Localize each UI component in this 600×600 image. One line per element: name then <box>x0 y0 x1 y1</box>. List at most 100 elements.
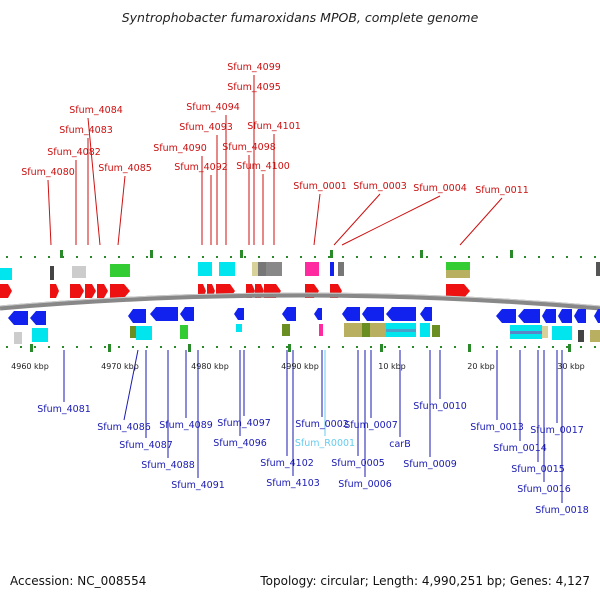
feature-box <box>136 326 152 340</box>
tick-dot <box>328 256 330 258</box>
tick-dot <box>258 256 260 258</box>
tick-dot <box>524 346 526 348</box>
gene-label-upper: Sfum_4085 <box>98 163 152 174</box>
tick-dot <box>566 346 568 348</box>
gene-arrow <box>150 307 178 321</box>
gene-label-upper: Sfum_0003 <box>353 181 407 192</box>
gene-arrow <box>420 307 432 321</box>
gene-label-upper: Sfum_0011 <box>475 185 529 196</box>
tick-dot <box>216 256 218 258</box>
tick-dot <box>174 256 176 258</box>
gene-label-lower: Sfum_4097 <box>217 418 271 429</box>
major-tick <box>380 344 383 352</box>
gene-label-upper: Sfum_4101 <box>247 121 301 132</box>
gene-label-lower: Sfum_0018 <box>535 505 589 516</box>
gene-label-upper: Sfum_0001 <box>293 181 347 192</box>
tick-dot <box>48 346 50 348</box>
leader-line <box>459 197 503 246</box>
tick-dot <box>244 346 246 348</box>
tick-dot <box>454 346 456 348</box>
gene-arrow <box>542 309 556 323</box>
major-tick <box>188 344 191 352</box>
gene-label-upper: Sfum_4099 <box>227 62 281 73</box>
tick-dot <box>202 256 204 258</box>
tick-dot <box>258 346 260 348</box>
tick-dot <box>538 346 540 348</box>
tick-dot <box>34 256 36 258</box>
gene-arrow <box>110 284 130 298</box>
feature-box <box>338 262 344 276</box>
tick-dot <box>482 346 484 348</box>
tick-dot <box>90 256 92 258</box>
gene-label-lower: Sfum_4087 <box>119 440 173 451</box>
gene-arrow <box>362 307 384 321</box>
gene-label-lower: Sfum_4103 <box>266 478 320 489</box>
gene-label-lower: Sfum_4088 <box>141 460 195 471</box>
gene-label-lower: Sfum_0005 <box>331 458 385 469</box>
major-tick <box>330 250 333 258</box>
gene-label-upper: Sfum_4095 <box>227 82 281 93</box>
gene-label-upper: Sfum_4098 <box>222 142 276 153</box>
tick-dot <box>6 346 8 348</box>
reverse-arrows <box>8 307 600 325</box>
tick-dot <box>454 256 456 258</box>
gene-arrow <box>496 309 516 323</box>
feature-box <box>110 264 130 277</box>
genome-summary-text: Topology: circular; Length: 4,990,251 bp… <box>260 574 590 588</box>
major-tick <box>150 250 153 258</box>
gene-arrow <box>574 309 586 323</box>
tick-dot <box>552 256 554 258</box>
tick-dot <box>552 346 554 348</box>
gene-arrow <box>128 309 146 323</box>
leader-line <box>123 349 139 421</box>
coordinate-tick-label: 30 kbp <box>557 362 585 371</box>
gene-arrow <box>282 307 296 321</box>
coordinate-tick-label: 20 kbp <box>467 362 495 371</box>
map-title: Syntrophobacter fumaroxidans MPOB, compl… <box>121 10 479 25</box>
tick-dot <box>118 346 120 348</box>
feature-box <box>72 266 86 278</box>
tick-dot <box>160 256 162 258</box>
major-tick <box>108 344 111 352</box>
coordinate-tick-label: 4980 kbp <box>191 362 229 371</box>
leader-line <box>47 179 52 246</box>
feature-box <box>446 270 470 278</box>
gene-arrow <box>446 284 470 298</box>
feature-box <box>266 262 282 276</box>
tick-dot <box>342 256 344 258</box>
feature-box <box>319 324 323 336</box>
tick-dot <box>384 346 386 348</box>
tick-dot <box>272 256 274 258</box>
gene-arrow <box>30 311 46 325</box>
gene-label-lower: Sfum_0002 <box>295 419 349 430</box>
tick-dot <box>188 256 190 258</box>
tick-dot <box>356 256 358 258</box>
coordinate-tick-label: 10 kbp <box>378 362 406 371</box>
tick-dot <box>118 256 120 258</box>
gene-label-lower: Sfum_0013 <box>470 422 524 433</box>
tick-dot <box>370 256 372 258</box>
gene-arrow <box>180 307 194 321</box>
tick-dot <box>146 346 148 348</box>
feature-box <box>252 262 258 276</box>
feature-box <box>596 262 600 276</box>
gene-label-lower: Sfum_4091 <box>171 480 225 491</box>
feature-tracks <box>0 262 600 344</box>
major-tick <box>568 344 571 352</box>
leader-line <box>87 117 101 246</box>
tick-dot <box>202 346 204 348</box>
tick-dot <box>132 256 134 258</box>
gene-label-lower: Sfum_4089 <box>159 420 213 431</box>
feature-box <box>0 268 12 280</box>
tick-marks <box>6 250 596 352</box>
tick-dot <box>412 256 414 258</box>
tick-dot <box>104 346 106 348</box>
gene-label-lower: Sfum_0015 <box>511 464 565 475</box>
tick-dot <box>328 346 330 348</box>
tick-dot <box>538 256 540 258</box>
feature-box <box>236 324 242 332</box>
major-tick <box>288 344 291 352</box>
